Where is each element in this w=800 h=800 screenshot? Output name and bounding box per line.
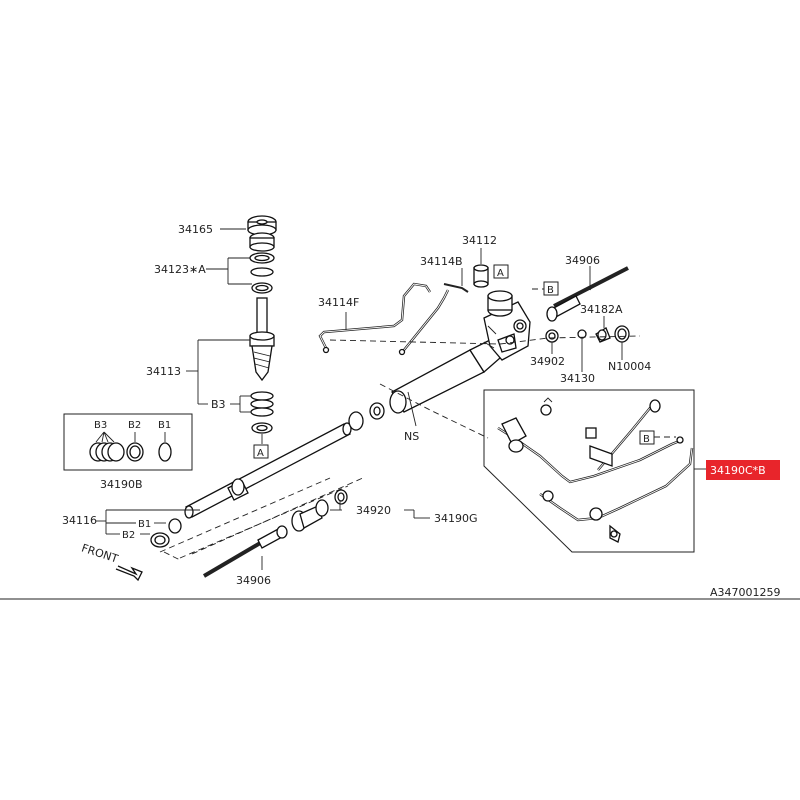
label-34114B: 34114B [420, 255, 463, 268]
boxed-ref-B-subassembly [639, 430, 655, 445]
label-34906-top: 34906 [565, 254, 600, 267]
boxed-ref-B-subassembly-text: B [643, 434, 650, 445]
label-B3-pinion: B3 [211, 398, 226, 411]
label-B2-rack: B2 [122, 530, 135, 541]
kit-label-B1: B1 [158, 420, 171, 431]
label-34130: 34130 [560, 372, 595, 385]
label-front: FRONT [80, 542, 120, 566]
subassembly-34190C-frame [483, 389, 695, 553]
boxed-ref-B-top-text: B [547, 285, 554, 296]
tie-rod-end-hardware [545, 325, 630, 343]
kit-label-B3: B3 [94, 420, 107, 431]
tie-rod-lower [202, 489, 348, 578]
boxed-ref-B-top [543, 281, 559, 296]
label-34920: 34920 [356, 504, 391, 517]
label-NS: NS [404, 430, 419, 443]
highlighted-part-label[interactable]: 34190C*B [710, 464, 766, 477]
pipe-34114F [318, 282, 450, 356]
label-34123A: 34123∗A [154, 263, 206, 276]
pinion-assembly [247, 215, 277, 434]
boxed-ref-A-housing [493, 264, 509, 279]
label-34112: 34112 [462, 234, 497, 247]
highlighted-part-badge[interactable] [706, 460, 780, 480]
label-34113: 34113 [146, 365, 181, 378]
boxed-ref-A-pinion [253, 444, 269, 459]
tie-rod-upper [546, 266, 629, 322]
label-B1-rack: B1 [138, 519, 151, 530]
label-34182A: 34182A [580, 303, 623, 316]
label-34190B: 34190B [100, 478, 143, 491]
steering-housing [389, 290, 531, 414]
boxed-ref-A-housing-text: A [497, 268, 504, 279]
label-34902: 34902 [530, 355, 565, 368]
label-34906-bottom: 34906 [236, 574, 271, 587]
rack-bar [184, 422, 352, 519]
label-34165: 34165 [178, 223, 213, 236]
figure-code: A347001259 [710, 586, 781, 599]
kit-34190B-frame [63, 413, 193, 471]
label-34116: 34116 [62, 514, 97, 527]
label-34114F: 34114F [318, 296, 359, 309]
pipe-subassembly [497, 397, 694, 543]
label-N10004: N10004 [608, 360, 651, 373]
front-arrow-icon: FRONT [80, 542, 143, 582]
label-34190G: 34190G [434, 512, 478, 525]
kit-label-B2: B2 [128, 420, 141, 431]
boxed-ref-A-pinion-text: A [257, 448, 264, 459]
